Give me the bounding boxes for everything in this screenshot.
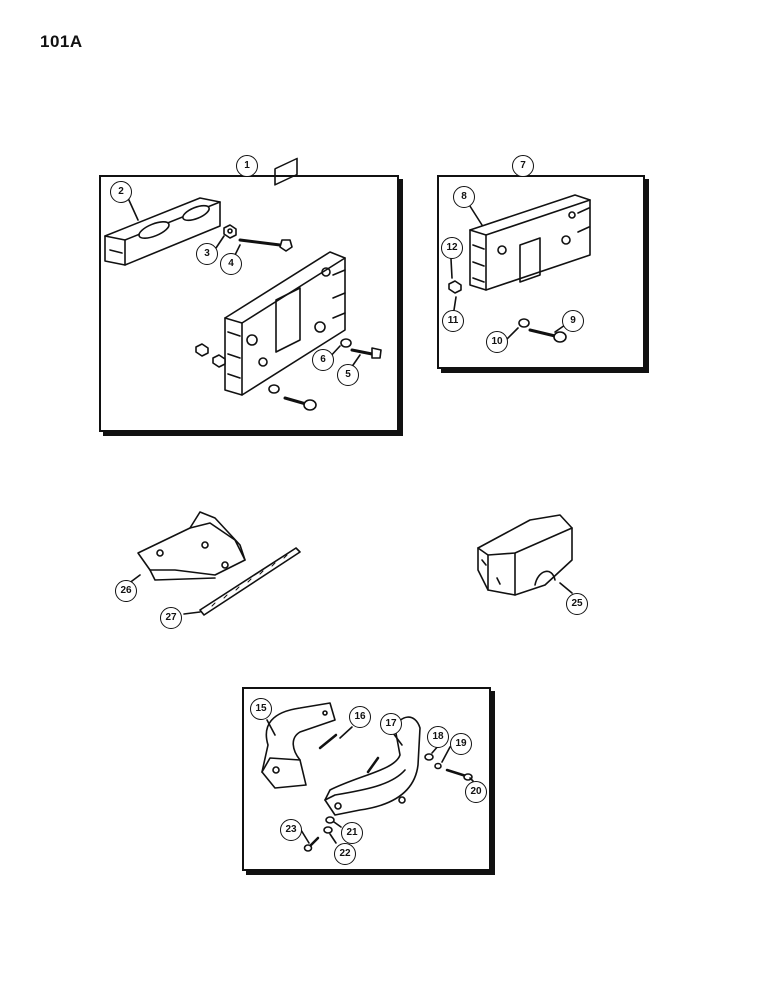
callout-8: 8 [453, 186, 475, 208]
bar-weight-part-2 [104, 197, 221, 266]
callout-11: 11 [442, 310, 464, 332]
page-id: 101A [40, 32, 83, 51]
leader-25 [559, 582, 573, 594]
callout-18: 18 [427, 726, 449, 748]
callout-5: 5 [337, 364, 359, 386]
callout-22: 22 [334, 843, 356, 865]
leader-16 [339, 726, 353, 739]
wheel-weight-part-17 [324, 716, 421, 816]
callout-15: 15 [250, 698, 272, 720]
front-weight-part-8 [469, 194, 591, 291]
callout-26: 26 [115, 580, 137, 602]
pin-part-16 [318, 733, 338, 750]
callout-17: 17 [380, 713, 402, 735]
leader-20 [469, 777, 474, 782]
callout-27: 27 [160, 607, 182, 629]
callout-4: 4 [220, 253, 242, 275]
callout-16: 16 [349, 706, 371, 728]
callout-12: 12 [441, 237, 463, 259]
leader-12 [450, 258, 453, 279]
callout-25: 25 [566, 593, 588, 615]
callout-6: 6 [312, 349, 334, 371]
callout-9: 9 [562, 310, 584, 332]
leader-17 [392, 732, 403, 746]
callout-21: 21 [341, 822, 363, 844]
strip-part-27 [199, 547, 301, 616]
leader-21 [333, 821, 342, 828]
callout-3: 3 [196, 243, 218, 265]
hardware-3-4 [223, 224, 293, 252]
leader-11 [453, 296, 457, 311]
leader-22 [329, 833, 337, 844]
leader-15 [266, 719, 276, 736]
block-weight-part-25 [477, 514, 573, 596]
callout-19: 19 [450, 733, 472, 755]
callout-10: 10 [486, 331, 508, 353]
leader-2 [127, 197, 139, 221]
leader-27 [183, 611, 201, 615]
leader-8 [467, 202, 483, 226]
callout-23: 23 [280, 819, 302, 841]
callout-20: 20 [465, 781, 487, 803]
callout-2: 2 [110, 181, 132, 203]
front-weight-part-1 [224, 157, 346, 396]
leader-23 [300, 829, 310, 844]
bracket-part-26 [137, 511, 246, 581]
callout-7: 7 [512, 155, 534, 177]
leader-19 [441, 746, 451, 763]
callout-1: 1 [236, 155, 258, 177]
